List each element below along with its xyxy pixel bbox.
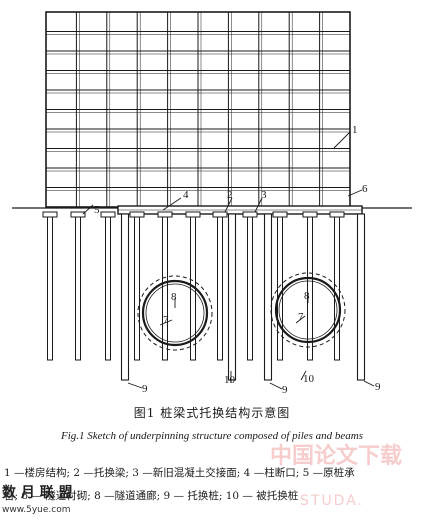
- pile-cap: [185, 211, 201, 218]
- pile-cap: [272, 211, 288, 218]
- leader-lines: [82, 131, 375, 390]
- watermark-right-url: STUDA.: [300, 493, 365, 509]
- original-pile: [47, 216, 53, 361]
- callout-7-right: 7: [298, 311, 304, 323]
- tunnel-right: [270, 272, 346, 348]
- original-pile: [134, 216, 140, 361]
- callout-5: 5: [94, 204, 100, 216]
- pile-cap: [212, 211, 228, 218]
- original-pile: [162, 216, 168, 361]
- original-pile: [105, 216, 111, 361]
- original-pile: [247, 216, 253, 361]
- callout-9-mid: 9: [282, 384, 288, 396]
- callout-9-left: 9: [142, 383, 148, 395]
- original-pile: [75, 216, 81, 361]
- original-pile: [217, 216, 223, 361]
- callout-10-left: 10: [224, 374, 236, 386]
- legend-line-2: 台; 6 — 隧道衬砌; 8 —隧道通廊; 9 — 托换桩; 10 — 被托换桩: [4, 490, 299, 502]
- underpinning-pile: [356, 213, 366, 381]
- watermark-left: 数 月 联 盟: [2, 485, 73, 501]
- callout-9-right: 9: [375, 381, 381, 393]
- pile-cap: [70, 211, 86, 218]
- building-frame: [45, 11, 351, 208]
- callout-6: 6: [362, 183, 368, 195]
- watermark-right: 中国论文下载: [270, 444, 403, 469]
- callout-1: 1: [352, 124, 358, 136]
- original-pile: [334, 216, 340, 361]
- underpinning-beam: [117, 205, 363, 215]
- pile-cap: [100, 211, 116, 218]
- pile-beam-underpinning-diagram: 1 2 3 4 5 6 8 7 8 7 9 10 9 10 9: [12, 11, 412, 396]
- figure-caption-english: Fig.1 Sketch of underpinning structure c…: [60, 430, 364, 442]
- legend-line-1: 1 —楼房结构; 2 —托换梁; 3 —新旧混凝土交接面; 4 —柱断口; 5 …: [4, 467, 355, 479]
- pile-cap: [129, 211, 145, 218]
- pile-cap: [302, 211, 318, 218]
- callout-8-left: 8: [171, 291, 177, 303]
- callout-2: 2: [227, 189, 233, 201]
- pile-cap: [242, 211, 258, 218]
- underpinning-pile: [263, 213, 273, 381]
- pile-cap: [42, 211, 58, 218]
- callout-4: 4: [183, 189, 189, 201]
- figure-caption-chinese: 图1 桩梁式托换结构示意图: [133, 406, 291, 420]
- underpinning-pile: [120, 213, 130, 381]
- callout-3: 3: [261, 189, 267, 201]
- watermark-left-url: www.5yue.com: [2, 505, 71, 515]
- tunnel-left: [137, 275, 213, 351]
- underpinning-pile: [227, 213, 237, 381]
- callout-7-left: 7: [163, 314, 169, 326]
- piles: [42, 211, 366, 381]
- callout-10-right: 10: [303, 373, 315, 385]
- original-pile: [277, 216, 283, 361]
- pile-cap: [329, 211, 345, 218]
- pile-cap: [157, 211, 173, 218]
- callout-8-right: 8: [304, 290, 310, 302]
- original-pile: [307, 216, 313, 361]
